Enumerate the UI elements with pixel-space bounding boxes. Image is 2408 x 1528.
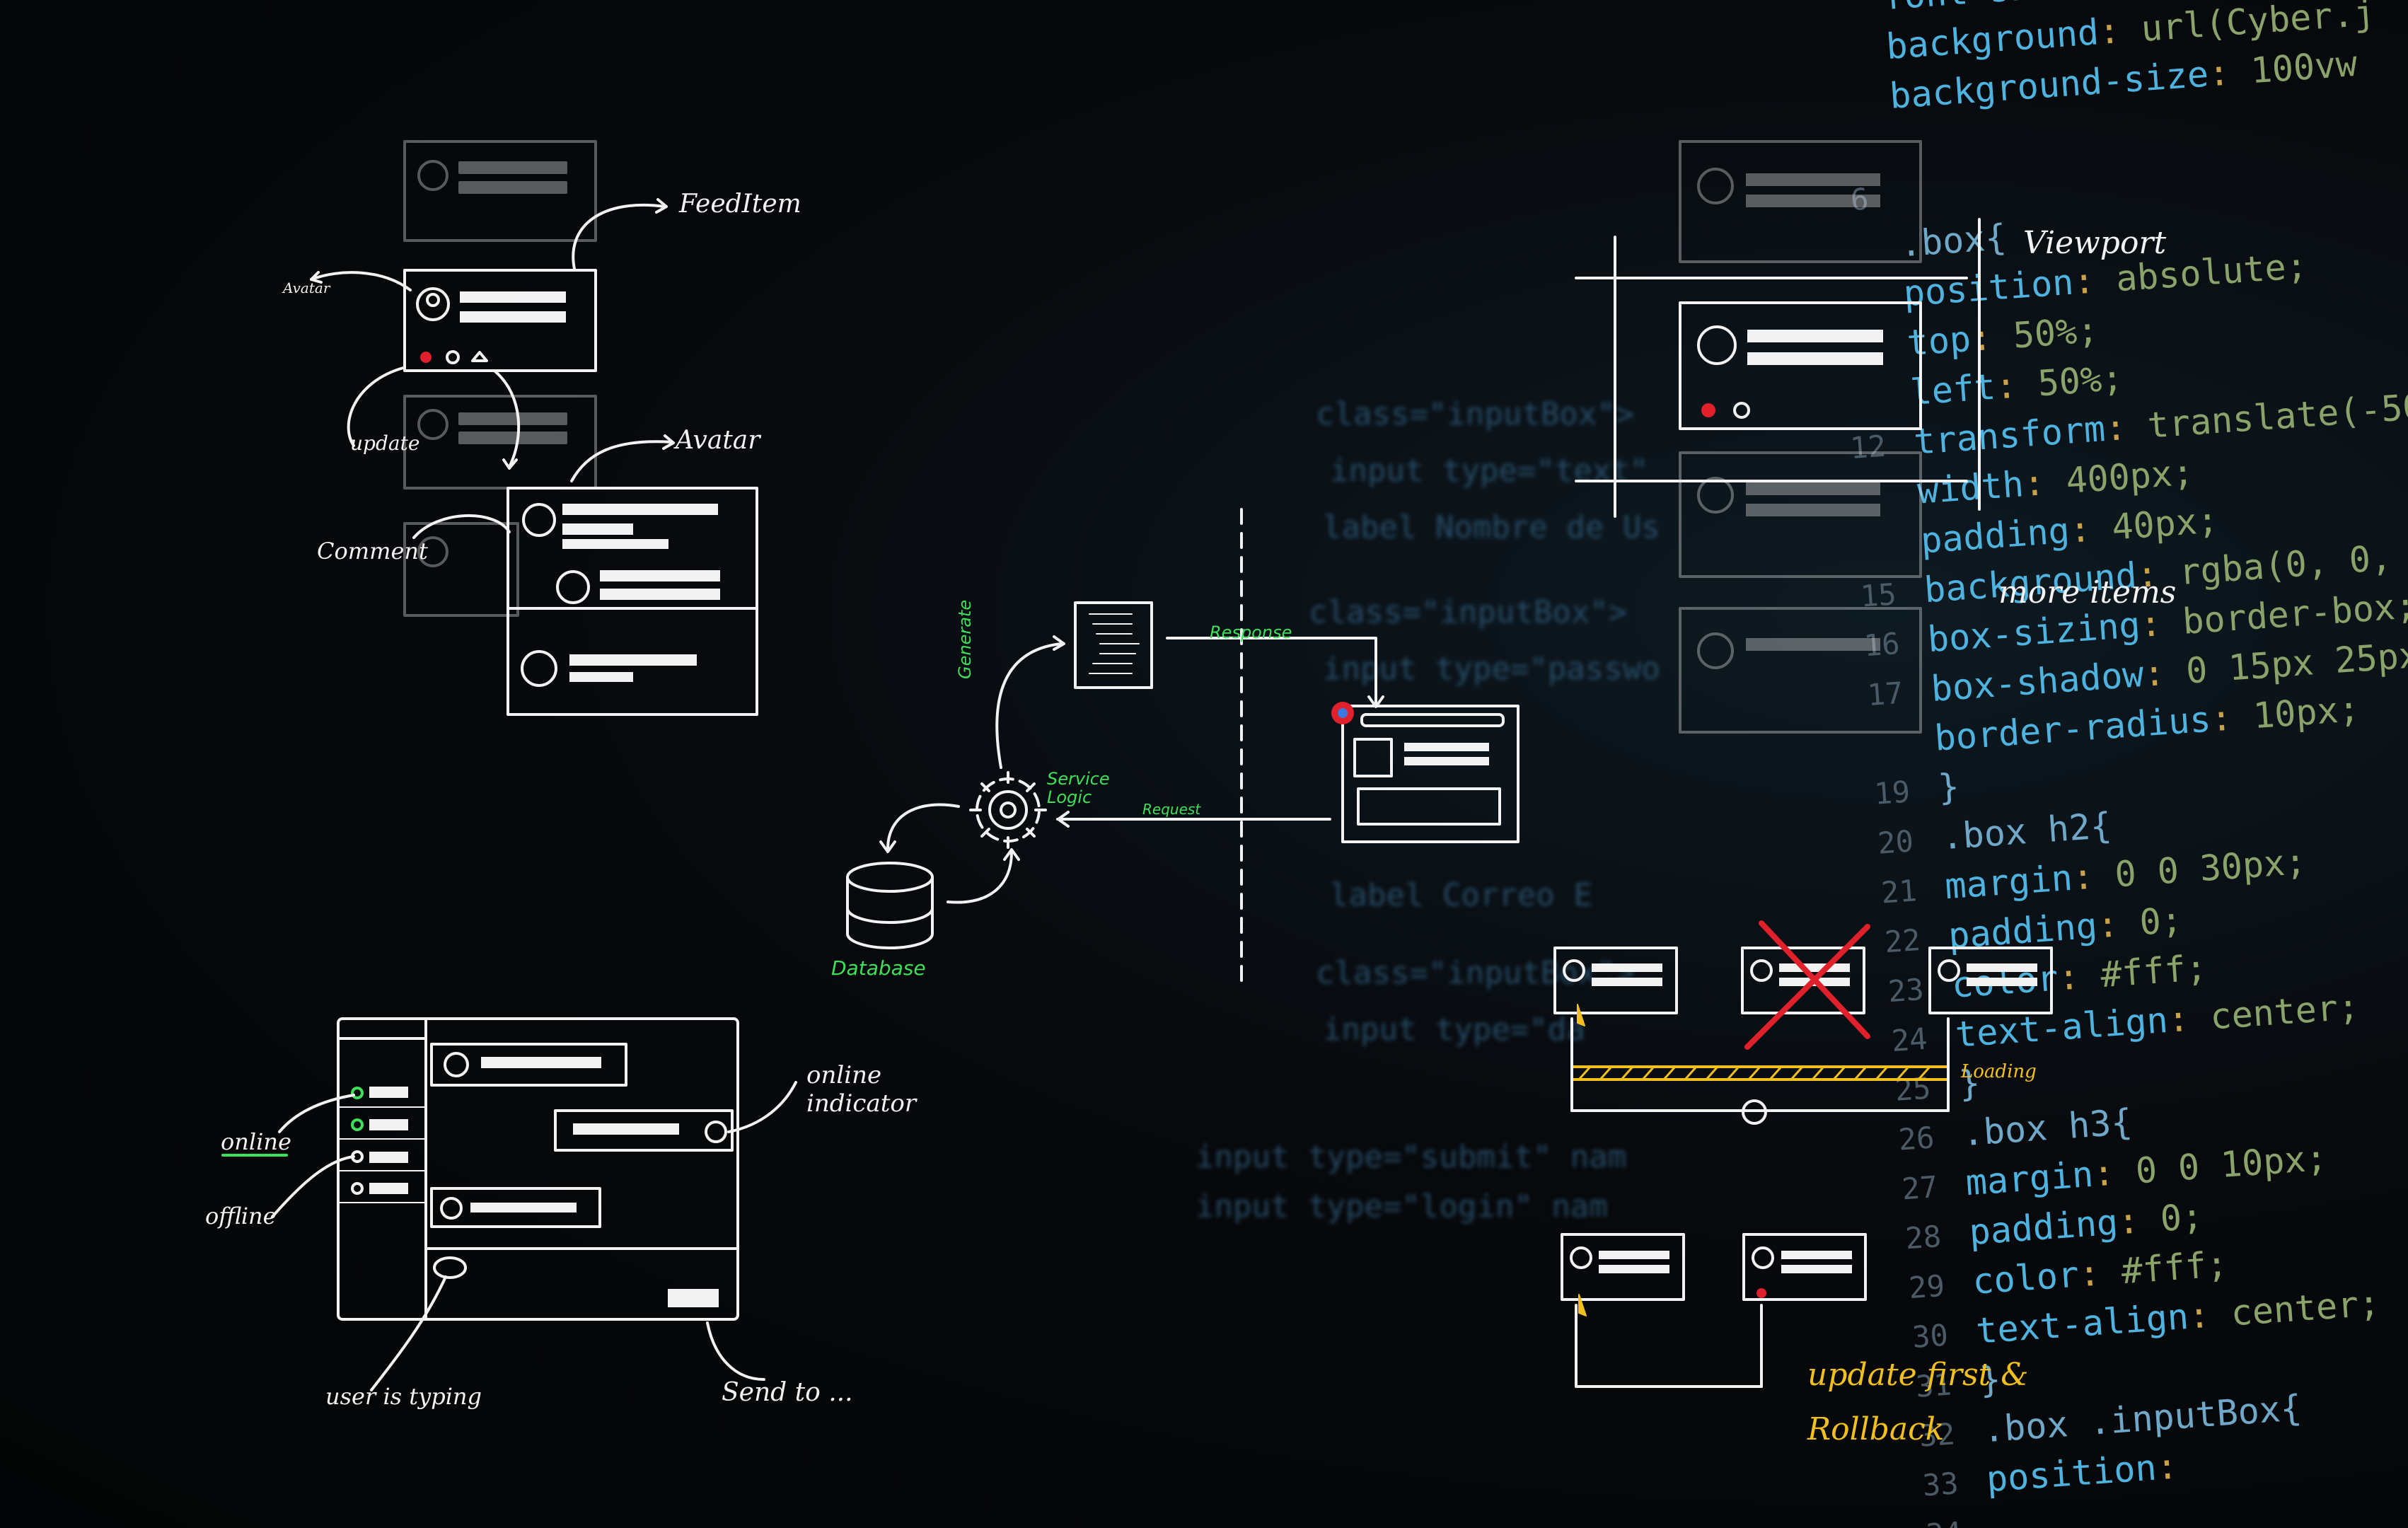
database-icon (847, 863, 932, 948)
label-response: Response (1210, 623, 1292, 642)
feed-item-sketch (405, 270, 596, 371)
label-viewport: Viewport (2023, 225, 2166, 261)
label-send-to: Send to ... (722, 1378, 853, 1407)
chat-window-sketch (338, 1019, 738, 1319)
offline-arrow (272, 1157, 354, 1217)
send-arrow (707, 1323, 764, 1379)
label-update-first: update first & (1807, 1357, 2028, 1393)
label-feed-item: FeedItem (679, 190, 801, 219)
feed-item-sketch-faded (405, 141, 596, 241)
optimistic-update-sketch (1555, 923, 2051, 1387)
label-generate: Generate (955, 600, 975, 679)
label-offline: offline (205, 1203, 277, 1229)
avatar-arrow (572, 441, 672, 481)
label-rollback: Rollback (1807, 1411, 1944, 1447)
typing-arrow (371, 1277, 446, 1390)
response-arrow (1167, 638, 1376, 704)
label-request: Request (1142, 801, 1200, 818)
label-service-logic: Service Logic (1047, 770, 1125, 806)
label-update: update (350, 432, 419, 455)
generate-arrow (997, 644, 1061, 768)
label-online: online (221, 1128, 291, 1155)
label-loading: Loading (1961, 1061, 2037, 1082)
label-database: Database (831, 956, 926, 980)
label-avatar: Avatar (676, 426, 760, 455)
comment-thread-sketch (508, 488, 757, 714)
label-online-indicator: online indicator (806, 1061, 927, 1118)
label-more-items: more items (1998, 574, 2176, 610)
browser-window-icon (1331, 702, 1518, 842)
label-user-typing: user is typing (325, 1383, 482, 1410)
html-document-icon (1075, 603, 1152, 688)
db-result-arrow (948, 852, 1012, 903)
db-query-arrow (888, 805, 959, 850)
online-arrow (279, 1095, 354, 1132)
viewport-sketch (1576, 141, 1979, 732)
comment-arrow (414, 516, 509, 538)
feed-item-arrow (573, 205, 665, 269)
service-gear-icon (971, 772, 1046, 847)
label-comment: Comment (317, 538, 428, 565)
label-avatar-small: Avatar (283, 279, 330, 296)
